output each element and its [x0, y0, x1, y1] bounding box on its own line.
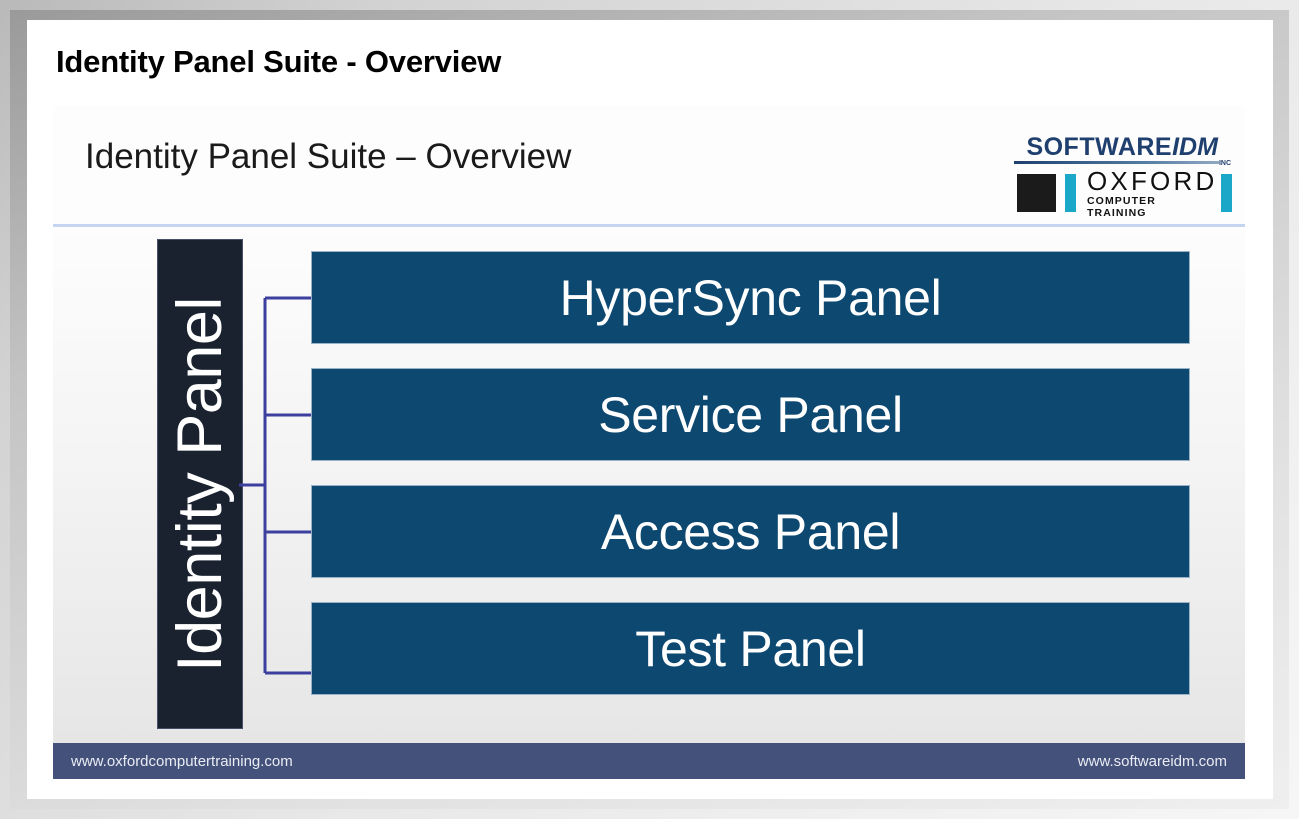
- diagram-root-node: Identity Panel: [157, 239, 243, 729]
- softwareidm-software-text: SOFTWARE: [1026, 133, 1173, 161]
- oxford-subtitle: COMPUTER TRAINING: [1087, 195, 1156, 219]
- page-title: Identity Panel Suite - Overview: [56, 44, 502, 79]
- slide-card: Identity Panel Suite - Overview Identity…: [27, 20, 1273, 799]
- slide-footer: www.oxfordcomputertraining.com www.softw…: [53, 743, 1245, 779]
- oxford-square-icon: [1017, 174, 1056, 212]
- oxford-bar-right-icon: [1221, 174, 1233, 212]
- slide-body: Identity Panel: [53, 227, 1245, 743]
- softwareidm-idm-text: IDM: [1172, 133, 1218, 161]
- header-divider: [53, 224, 1245, 227]
- diagram-node-label: HyperSync Panel: [559, 269, 942, 326]
- softwareidm-inc-text: INC: [1218, 160, 1231, 167]
- diagram-node-label: Service Panel: [598, 386, 903, 443]
- slide-title: Identity Panel Suite – Overview: [85, 137, 572, 176]
- diagram-root-label: Identity Panel: [164, 296, 235, 672]
- oxford-logo: OXFORD COMPUTER TRAINING: [1017, 168, 1233, 219]
- diagram-node-label: Access Panel: [600, 503, 901, 560]
- diagram-node-hypersync-panel[interactable]: HyperSync Panel: [311, 251, 1190, 344]
- oxford-bar-left-icon: [1065, 174, 1076, 212]
- footer-link-softwareidm[interactable]: www.softwareidm.com: [1077, 752, 1227, 770]
- diagram-node-label: Test Panel: [635, 620, 866, 677]
- oxford-logo-text: OXFORD COMPUTER TRAINING: [1087, 168, 1217, 219]
- diagram-node-test-panel[interactable]: Test Panel: [311, 602, 1190, 695]
- slide-header: Identity Panel Suite – Overview SOFTWARE…: [53, 106, 1245, 224]
- footer-link-oxford[interactable]: www.oxfordcomputertraining.com: [71, 752, 293, 770]
- diagram-node-service-panel[interactable]: Service Panel: [311, 368, 1190, 461]
- diagram-node-access-panel[interactable]: Access Panel: [311, 485, 1190, 578]
- oxford-wordmark: OXFORD: [1087, 166, 1218, 196]
- slide: Identity Panel Suite – Overview SOFTWARE…: [53, 106, 1245, 779]
- softwareidm-underline: [1014, 161, 1219, 164]
